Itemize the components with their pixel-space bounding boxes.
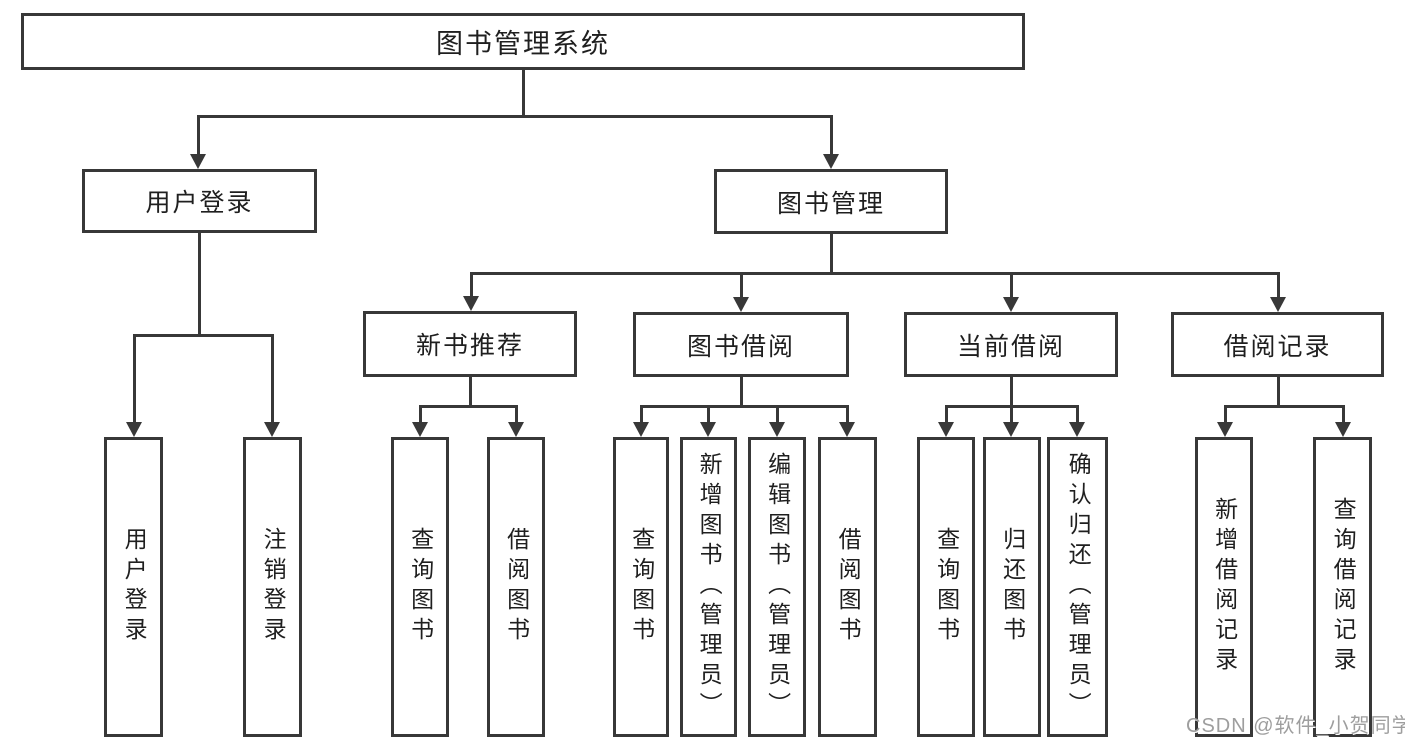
connector-arrow-line [270, 334, 274, 424]
node-leaf-query-books-recommend: 查询图书 [391, 437, 449, 737]
node-leaf-logout-label: 注销登录 [260, 527, 287, 647]
node-leaf-user-login: 用户登录 [104, 437, 163, 737]
connector-branch [1224, 405, 1345, 408]
arrowhead-down-icon [463, 296, 479, 311]
node-leaf-add-book-admin: 新增图书（管理员） [680, 437, 737, 737]
arrowhead-down-icon [839, 422, 855, 437]
node-leaf-borrow-books-recommend-label: 借阅图书 [503, 527, 530, 647]
connector-arrow-line [1223, 405, 1227, 424]
arrowhead-down-icon [1003, 422, 1019, 437]
connector-arrow-line [639, 405, 643, 424]
node-leaf-add-book-admin-label: 新增图书（管理员） [696, 452, 723, 722]
connector-stem [197, 232, 201, 337]
node-leaf-confirm-return-admin-label: 确认归还（管理员） [1065, 452, 1092, 722]
arrowhead-down-icon [1217, 422, 1233, 437]
node-library-system: 图书管理系统 [21, 13, 1025, 70]
connector-arrow-line [132, 334, 136, 424]
connector-branch [419, 405, 518, 408]
node-borrow-records-label: 借阅记录 [1223, 332, 1332, 361]
node-leaf-borrow-books-recommend: 借阅图书 [487, 437, 545, 737]
arrowhead-down-icon [1270, 297, 1286, 312]
node-book-management-label: 图书管理 [776, 189, 885, 218]
connector-branch [640, 405, 849, 408]
node-current-borrowing-label: 当前借阅 [956, 332, 1065, 361]
node-leaf-query-books-current: 查询图书 [917, 437, 975, 737]
connector-stem [739, 377, 743, 408]
csdn-watermark: CSDN @软件_小贺同学 [1186, 715, 1405, 737]
connector-arrow-line [739, 272, 743, 299]
arrowhead-down-icon [769, 422, 785, 437]
arrowhead-down-icon [264, 422, 280, 437]
node-user-login-label: 用户登录 [145, 189, 254, 217]
arrowhead-down-icon [190, 154, 206, 169]
node-book-management: 图书管理 [714, 169, 948, 234]
connector-stem [1276, 377, 1280, 408]
node-new-book-recommend-label: 新书推荐 [415, 332, 524, 360]
connector-arrow-line [1009, 272, 1013, 299]
arrowhead-down-icon [1003, 297, 1019, 312]
arrowhead-down-icon [938, 422, 954, 437]
connector-arrow-line [845, 405, 849, 424]
connector-stem [829, 233, 833, 275]
node-book-borrowing-label: 图书借阅 [686, 332, 795, 361]
arrowhead-down-icon [412, 422, 428, 437]
arrowhead-down-icon [733, 297, 749, 312]
connector-arrow-line [706, 405, 710, 424]
connector-arrow-line [1276, 272, 1280, 299]
connector-stem [468, 377, 472, 408]
node-leaf-return-book-label: 归还图书 [999, 527, 1026, 647]
node-leaf-borrow-books-borrowing-label: 借阅图书 [835, 527, 862, 647]
node-leaf-logout: 注销登录 [243, 437, 302, 737]
connector-branch [133, 334, 274, 337]
arrowhead-down-icon [1069, 422, 1085, 437]
connector-arrow-line [1341, 405, 1345, 424]
connector-arrow-line [1075, 405, 1079, 424]
node-leaf-query-borrow-record-label: 查询借阅记录 [1330, 497, 1357, 677]
arrowhead-down-icon [700, 422, 716, 437]
connector-arrow-line [829, 115, 833, 156]
node-leaf-user-login-label: 用户登录 [121, 527, 148, 647]
node-leaf-query-books-current-label: 查询图书 [933, 527, 960, 647]
node-leaf-return-book: 归还图书 [983, 437, 1041, 737]
node-current-borrowing: 当前借阅 [904, 312, 1118, 377]
node-new-book-recommend: 新书推荐 [363, 311, 577, 377]
node-leaf-query-borrow-record: 查询借阅记录 [1313, 437, 1372, 737]
node-leaf-confirm-return-admin: 确认归还（管理员） [1047, 437, 1108, 737]
connector-arrow-line [469, 272, 473, 298]
node-user-login: 用户登录 [82, 169, 317, 233]
node-leaf-edit-book-admin-label: 编辑图书（管理员） [764, 452, 791, 722]
node-leaf-edit-book-admin: 编辑图书（管理员） [748, 437, 806, 737]
node-leaf-add-borrow-record-label: 新增借阅记录 [1211, 497, 1238, 677]
arrowhead-down-icon [633, 422, 649, 437]
arrowhead-down-icon [823, 154, 839, 169]
node-library-system-label: 图书管理系统 [436, 29, 610, 59]
connector-stem [1009, 377, 1013, 408]
connector-arrow-line [418, 405, 422, 424]
connector-arrow-line [1009, 405, 1013, 424]
node-borrow-records: 借阅记录 [1171, 312, 1384, 377]
node-book-borrowing: 图书借阅 [633, 312, 849, 377]
arrowhead-down-icon [126, 422, 142, 437]
connector-arrow-line [944, 405, 948, 424]
node-leaf-borrow-books-borrowing: 借阅图书 [818, 437, 877, 737]
connector-branch [470, 272, 1280, 275]
arrowhead-down-icon [1335, 422, 1351, 437]
arrowhead-down-icon [508, 422, 524, 437]
connector-arrow-line [514, 405, 518, 424]
connector-arrow-line [196, 115, 200, 156]
node-leaf-query-books-borrowing: 查询图书 [613, 437, 669, 737]
connector-stem [521, 69, 525, 118]
node-leaf-add-borrow-record: 新增借阅记录 [1195, 437, 1253, 737]
connector-branch [197, 115, 833, 118]
node-leaf-query-books-borrowing-label: 查询图书 [628, 527, 655, 647]
node-leaf-query-books-recommend-label: 查询图书 [407, 527, 434, 647]
connector-arrow-line [775, 405, 779, 424]
